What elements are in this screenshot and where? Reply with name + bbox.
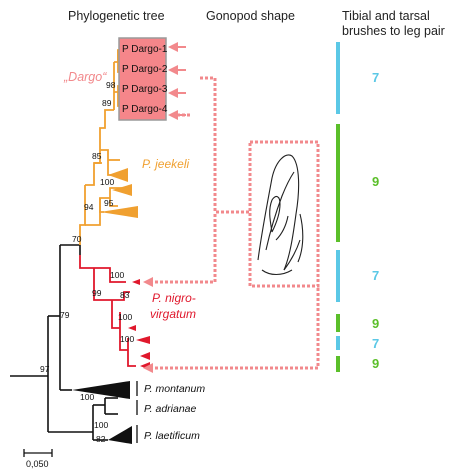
- scale-bar: [23, 449, 53, 457]
- jeekeli-clade-triangle-1: [108, 168, 128, 182]
- support-89: 89: [102, 98, 112, 108]
- support-70: 70: [72, 234, 82, 244]
- brush-value-1: 7: [372, 70, 379, 85]
- brush-value-5: 7: [372, 336, 379, 351]
- clade-label-nigro-line1: P. nigro-: [152, 291, 196, 305]
- brush-value-6: 9: [372, 356, 379, 371]
- dargo-specimen-4: P Dargo-4: [122, 104, 168, 115]
- dargo-arrowheads: [168, 42, 178, 120]
- header-brushes: Tibial and tarsal brushes to leg pair: [342, 9, 445, 39]
- brush-bar-4: [336, 314, 340, 332]
- support-98: 98: [106, 80, 116, 90]
- laetificum-clade-triangle: [108, 426, 132, 444]
- jeekeli-clade-triangle-3: [100, 206, 138, 218]
- support-100-montanum: 100: [80, 392, 94, 402]
- support-99: 99: [92, 288, 102, 298]
- support-79: 79: [60, 310, 70, 320]
- support-100-nigro-low: 100: [120, 334, 134, 344]
- support-85: 85: [92, 151, 102, 161]
- support-95: 95: [104, 198, 114, 208]
- scale-bar-label: 0,050: [26, 459, 49, 469]
- dargo-box: [118, 37, 167, 121]
- header-brushes-line2: brushes to leg pair: [342, 24, 445, 38]
- clade-label-nigro-line2: virgatum: [150, 307, 196, 321]
- brush-value-3: 7: [372, 268, 379, 283]
- nigro-arrowhead-1: [143, 277, 153, 287]
- support-values: 98 89 85 100 95 94 70 100 99 83 100 100 …: [40, 80, 134, 444]
- clade-label-laetificum: P. laetificum: [144, 430, 200, 442]
- clade-label-montanum: P. montanum: [144, 383, 205, 395]
- clade-label-jeekeli: P. jeekeli: [142, 157, 189, 171]
- brush-bar-2: [336, 124, 340, 242]
- header-gonopod-shape: Gonopod shape: [206, 9, 295, 23]
- support-100-nigro-top: 100: [110, 270, 124, 280]
- tree-black-branches: [10, 244, 118, 441]
- support-100-nigro-mid: 100: [118, 312, 132, 322]
- dargo-specimen-3: P Dargo-3: [122, 84, 168, 95]
- nigrovirgatum-tip-1: [132, 279, 140, 285]
- header-brushes-line1: Tibial and tarsal: [342, 9, 430, 23]
- brush-value-4: 9: [372, 316, 379, 331]
- support-82: 82: [96, 434, 106, 444]
- brush-bar-5: [336, 336, 340, 350]
- brush-bar-1: [336, 42, 340, 114]
- dotted-connectors: [150, 76, 320, 370]
- clade-label-dargo: „Dargo“: [63, 70, 107, 84]
- gonopod-frame: [248, 140, 320, 288]
- gonopod-drawing: [257, 154, 304, 276]
- support-83: 83: [120, 290, 130, 300]
- nigrovirgatum-tip-4: [140, 352, 150, 360]
- clade-label-adrianae: P. adrianae: [144, 403, 197, 415]
- support-94: 94: [84, 202, 94, 212]
- tree-red-branches: [79, 255, 136, 367]
- brush-bar-6: [336, 356, 340, 372]
- nigro-arrowhead-2: [143, 363, 153, 373]
- dargo-specimen-1: P Dargo-1: [122, 44, 168, 55]
- jeekeli-clade-triangle-2: [112, 184, 132, 196]
- header-phylogenetic-tree: Phylogenetic tree: [68, 9, 165, 23]
- nigrovirgatum-tip-2: [128, 325, 136, 331]
- dargo-specimen-2: P Dargo-2: [122, 64, 168, 75]
- montanum-clade-triangle: [72, 381, 130, 399]
- brush-bar-3: [336, 250, 340, 302]
- brush-value-2: 9: [372, 174, 379, 189]
- support-100-adrianae: 100: [94, 420, 108, 430]
- dargo-arrows: [172, 46, 186, 116]
- support-97: 97: [40, 364, 50, 374]
- nigrovirgatum-tip-3: [136, 336, 150, 344]
- support-100-jeekeli: 100: [100, 177, 114, 187]
